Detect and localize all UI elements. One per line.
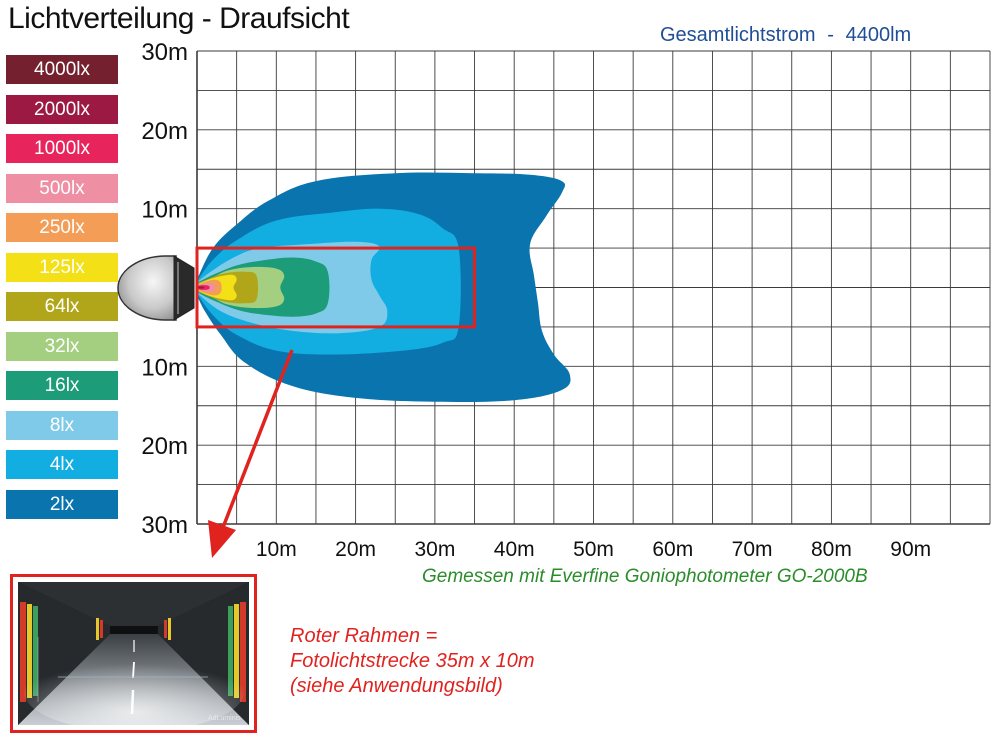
- note-line-3: (siehe Anwendungsbild): [290, 675, 503, 697]
- lamp-icon: [117, 255, 195, 321]
- illuminance-legend: 4000lx 2000lx 1000lx 500lx 250lx 125lx 64lx 32l…: [6, 55, 118, 529]
- arrow-icon: [208, 349, 294, 558]
- photo-frame-outline: [195, 246, 477, 329]
- y-tick-label: 10m: [141, 197, 188, 224]
- contour-layer: [197, 172, 571, 403]
- note-line-2: Fotolichtstrecke 35m x 10m: [290, 650, 535, 672]
- page-title: Lichtverteilung - Draufsicht: [8, 2, 350, 35]
- x-tick-label: 70m: [732, 538, 773, 561]
- photo-brand-text: AdLuminis: [208, 715, 241, 722]
- x-tick-label: 50m: [573, 538, 614, 561]
- legend-item-250lx: 250lx: [6, 213, 118, 242]
- note-line-1: Roter Rahmen =: [290, 625, 438, 647]
- total-luminous-flux: Gesamtlichtstrom-4400lm: [660, 24, 911, 47]
- x-tick-label: 20m: [335, 538, 376, 561]
- x-tick-label: 40m: [494, 538, 535, 561]
- legend-item-1000lx: 1000lx: [6, 134, 118, 163]
- red-frame-note: Roter Rahmen = Fotolichtstrecke 35m x 10…: [290, 624, 535, 699]
- measurement-note: Gemessen mit Everfine Goniophotometer GO…: [422, 566, 868, 587]
- legend-item-2lx: 2lx: [6, 489, 118, 519]
- y-tick-label: 30m: [141, 512, 188, 539]
- legend-item-64lx: 64lx: [6, 292, 118, 321]
- legend-item-4000lx: 4000lx: [6, 55, 118, 84]
- legend-item-16lx: 16lx: [6, 371, 118, 400]
- y-axis-ticks: 30m 20m 10m 10m 20m 30m: [141, 39, 188, 539]
- legend-item-4lx: 4lx: [6, 450, 118, 479]
- legend-item-32lx: 32lx: [6, 331, 118, 361]
- y-tick-label: 20m: [141, 118, 188, 145]
- x-axis-ticks: 10m 20m 30m 40m 50m 60m 70m 80m 90m: [256, 538, 931, 561]
- x-tick-label: 10m: [256, 538, 297, 561]
- y-tick-label: 20m: [141, 433, 188, 460]
- total-flux-value: 4400lm: [845, 24, 912, 46]
- x-tick-label: 30m: [414, 538, 455, 561]
- legend-item-125lx: 125lx: [6, 252, 118, 282]
- total-flux-separator: -: [827, 24, 834, 46]
- x-tick-label: 60m: [652, 538, 693, 561]
- photo-frame-rect: [195, 246, 477, 329]
- legend-item-2000lx: 2000lx: [6, 94, 118, 124]
- legend-item-500lx: 500lx: [6, 173, 118, 203]
- application-photo: AdLuminis: [10, 574, 257, 733]
- contour-2000lx: [197, 286, 205, 289]
- y-tick-label: 10m: [141, 354, 188, 381]
- legend-item-8lx: 8lx: [6, 410, 118, 440]
- y-tick-label: 30m: [141, 39, 188, 66]
- total-flux-label: Gesamtlichtstrom: [660, 24, 816, 46]
- application-photo-image: AdLuminis: [18, 582, 249, 725]
- x-tick-label: 80m: [811, 538, 852, 561]
- x-tick-label: 90m: [890, 538, 931, 561]
